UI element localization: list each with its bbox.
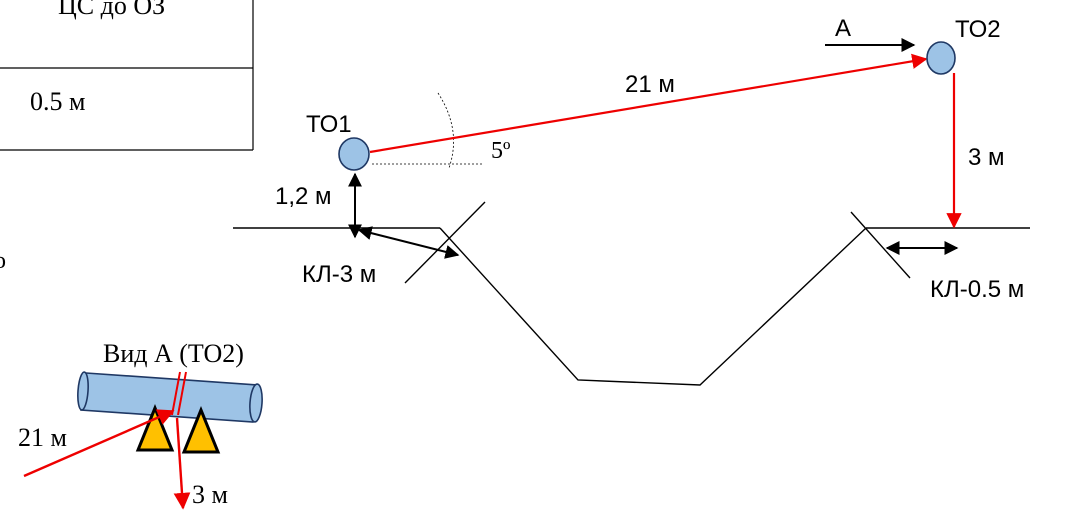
distance-21m-label: 21 м [625,71,675,98]
table-value: 0.5 м [30,87,85,116]
dimension-arrows [348,38,959,259]
to2-label: ТО2 [955,16,1001,43]
support-left [135,404,175,452]
vertical-marker-a [171,371,181,416]
kl-right-label: КЛ-0.5 м [930,276,1024,303]
kl-left-label: КЛ-3 м [302,261,376,288]
pipe-right-end [249,383,263,423]
angle-construction [372,92,483,169]
stray-mark: о [0,248,6,274]
view-a-title: Вид А (ТО2) [103,339,244,368]
angle-label: 5º [491,138,511,164]
to2-node [926,41,956,75]
trench-profile [233,201,1030,386]
view-a-inset: Вид А (ТО2) 21 м 3 м [18,339,263,510]
support-right [181,406,221,454]
view-a-letter: А [835,15,851,42]
kl-left-tick [404,201,486,284]
pipeline-run-21m [369,53,928,154]
inset-drop-label: 3 м [192,480,228,509]
info-table: ЦС до ОЗ 0.5 м [0,0,254,151]
height-1-2m-label: 1,2 м [275,183,332,210]
trench-outline [439,227,867,386]
pipe-body [80,372,259,423]
inset-run-arrow [23,409,175,478]
angle-arc [437,92,454,169]
table-header-text: ЦС до ОЗ [58,0,165,20]
inset-distance-label: 21 м [18,423,67,452]
kl-left-arrow [357,226,460,259]
drop-3m-label: 3 м [968,144,1005,171]
to1-node [338,137,370,171]
vertical-marker-b [177,371,187,416]
kl-right-tick [850,211,911,279]
to1-label: ТО1 [306,111,352,138]
inset-drop-arrow [173,417,191,510]
pipe-left-end [77,371,89,411]
